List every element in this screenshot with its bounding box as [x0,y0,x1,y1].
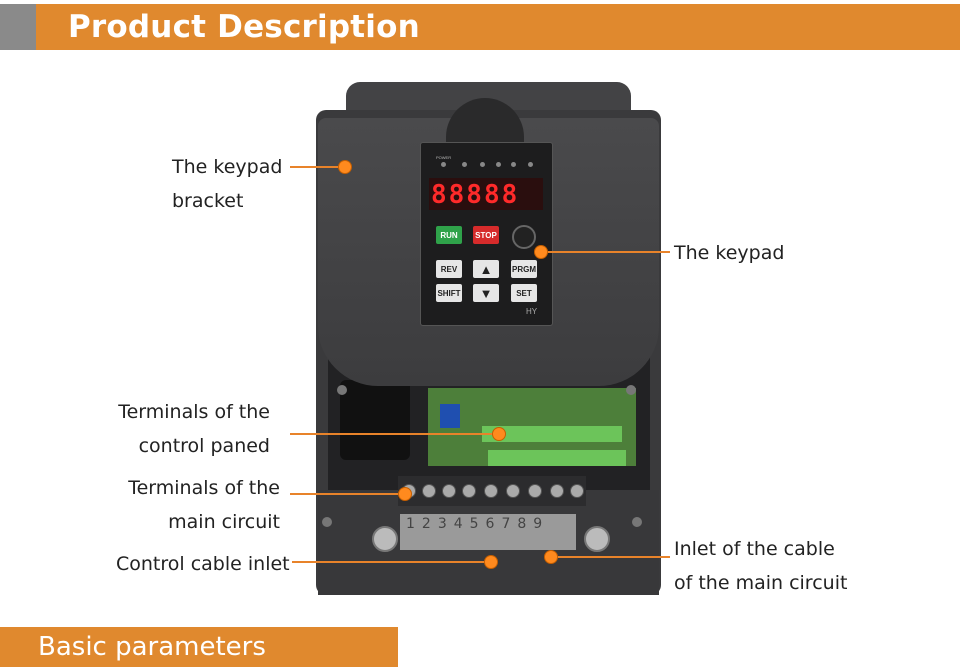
led-indicator [441,162,446,167]
header-accent-block [0,4,36,50]
led-indicator [480,162,485,167]
label-keypad-bracket: The keypad bracket [172,156,283,212]
potentiometer-knob [512,225,536,249]
callout-dot-icon [492,427,506,441]
screw-icon [337,385,347,395]
led-indicator [511,162,516,167]
label-control-terminals: Terminals of the control paned [118,401,270,457]
terminal-numbers: 123456789 [406,516,550,532]
display-digits: 88888 [431,180,520,210]
prgm-button: PRGM [511,260,537,278]
screw-icon [584,526,610,552]
footer-banner: Basic parameters [0,627,398,667]
callout-dot-icon [338,160,352,174]
callout-dot-icon [534,245,548,259]
set-button: SET [511,284,537,302]
terminal-number-plate [400,514,576,550]
run-button: RUN [436,226,462,244]
up-arrow-button: ▲ [473,260,499,278]
led-indicator [496,162,501,167]
header-banner: Product Description [0,4,960,50]
label-keypad: The keypad [674,242,785,264]
led-label: POWER [436,155,452,160]
shift-button: SHIFT [436,284,462,302]
led-indicator [462,162,467,167]
seven-segment-display [429,178,543,210]
callout-dot-icon [398,487,412,501]
screw-icon [632,517,642,527]
callout-line [546,251,670,253]
control-terminal-strip-1 [482,426,622,442]
screw-icon [372,526,398,552]
callout-dot-icon [484,555,498,569]
callout-line [290,493,400,495]
down-arrow-button: ▼ [473,284,499,302]
callout-dot-icon [544,550,558,564]
brand-mark: HY [526,307,538,316]
label-main-terminals: Terminals of the main circuit [128,477,280,533]
callout-line [290,433,494,435]
rev-button: REV [436,260,462,278]
control-terminal-strip-2 [488,450,626,466]
relay [440,404,460,428]
footer-title: Basic parameters [38,632,266,662]
callout-line [290,166,344,168]
screw-icon [322,517,332,527]
led-indicator [528,162,533,167]
callout-line [292,561,488,563]
callout-line [554,556,670,558]
label-control-inlet: Control cable inlet [116,553,290,575]
label-main-inlet: Inlet of the cable of the main circuit [674,538,848,594]
fan [340,380,410,460]
stop-button: STOP [473,226,499,244]
screw-icon [626,385,636,395]
header-title: Product Description [68,9,420,45]
